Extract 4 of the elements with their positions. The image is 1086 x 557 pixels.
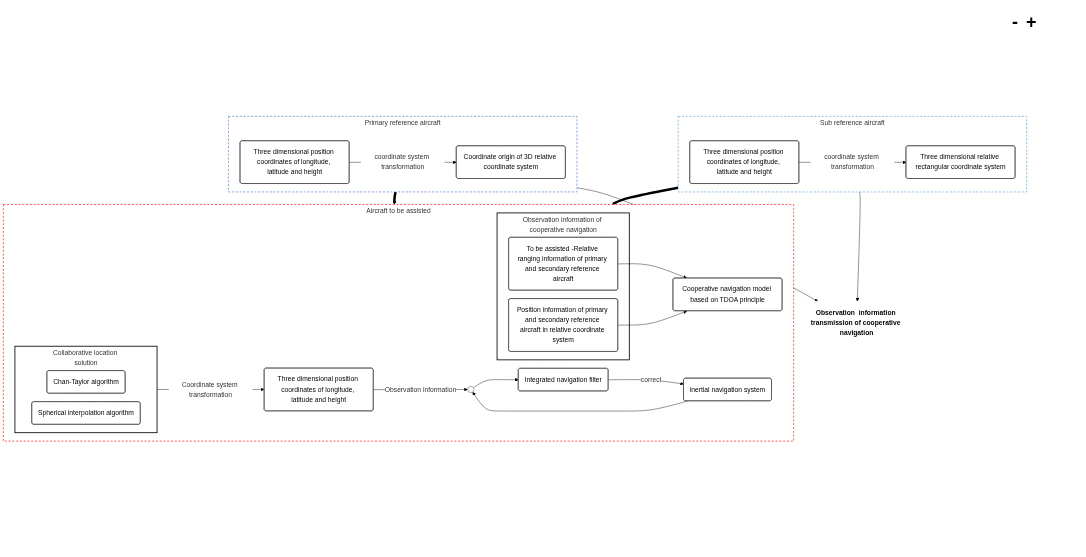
sign-label: -	[1012, 12, 1018, 33]
sign-label: +	[1026, 12, 1037, 33]
arrow	[611, 186, 679, 205]
node-circle	[467, 385, 475, 393]
